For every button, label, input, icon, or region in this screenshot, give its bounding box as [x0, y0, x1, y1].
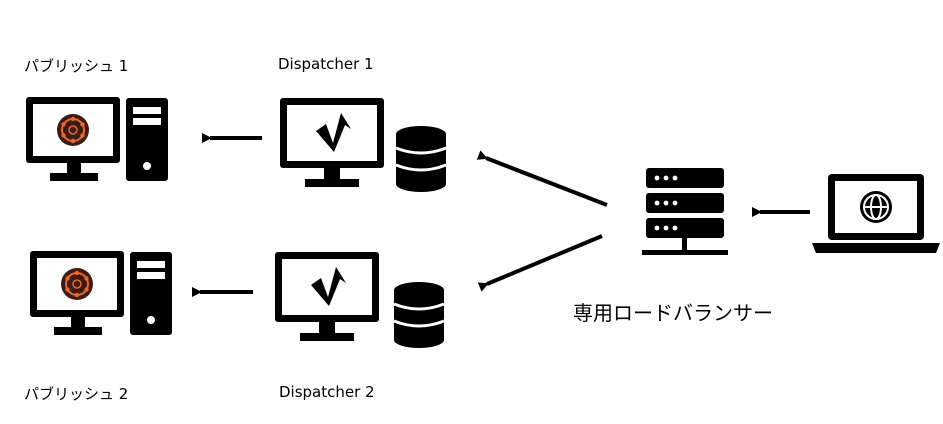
arrows [192, 133, 810, 297]
publish-1-label: パブリッシュ 1 [24, 57, 129, 75]
globe-icon [860, 191, 892, 223]
dispatcher-2-label: Dispatcher 2 [279, 383, 375, 401]
client-laptop-icon [812, 174, 940, 253]
dispatcher-2-icon [275, 252, 379, 341]
arrow-lb-to-dispatcher1 [476, 150, 608, 207]
load-balancer-label: 専用ロードバランサー [573, 301, 773, 325]
load-balancer-server-icon [642, 168, 728, 255]
arrow-lb-to-dispatcher2 [477, 234, 603, 292]
dispatcher-1-label: Dispatcher 1 [278, 55, 374, 73]
publish-2-icon [30, 251, 172, 335]
cache-2-database-icon [393, 282, 445, 348]
publish-2-label: パブリッシュ 2 [24, 385, 129, 403]
cache-1-database-icon [395, 126, 447, 192]
dispatcher-1-icon [280, 98, 384, 187]
publish-1-icon [26, 97, 168, 181]
